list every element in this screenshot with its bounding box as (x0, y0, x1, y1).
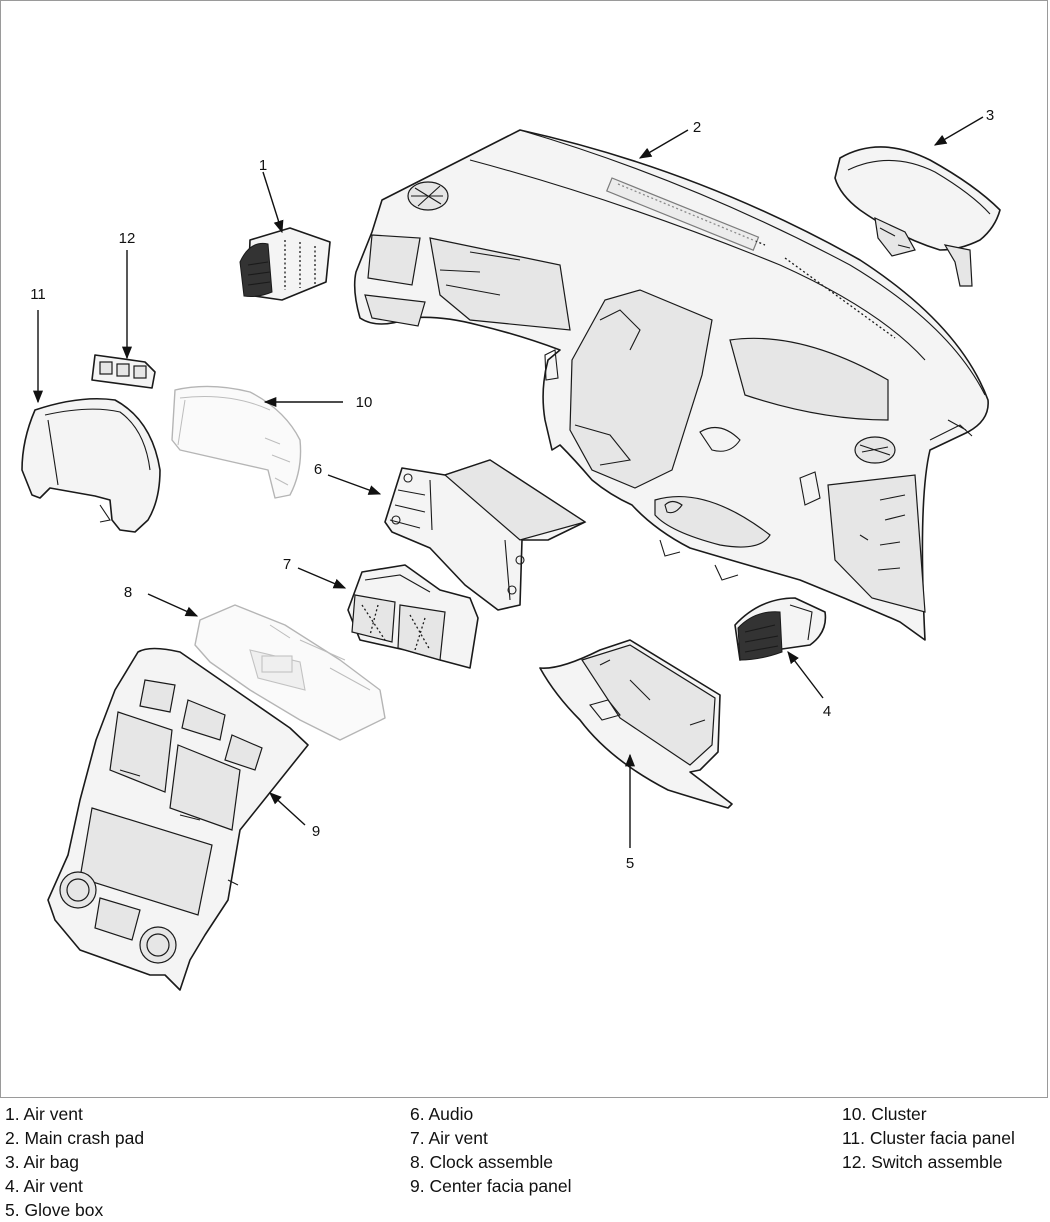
glove-box-part (539, 639, 733, 809)
cluster-part (171, 385, 302, 499)
center-facia-panel-part (47, 647, 309, 991)
callout-10: 10 (356, 394, 373, 411)
air-bag-part (834, 146, 1001, 287)
callout-3: 3 (986, 107, 994, 124)
legend-item-cluster: 10. Cluster (842, 1104, 927, 1124)
exploded-parts-diagram: 1 2 3 4 5 6 7 8 9 10 11 12 (21, 107, 1001, 991)
callouts: 1 2 3 4 5 6 7 8 9 10 11 12 (30, 107, 994, 872)
callout-7: 7 (283, 556, 291, 573)
switch-assemble-part (91, 354, 156, 389)
leader-line-8 (147, 593, 199, 617)
legend-column-2: 6. Audio 7. Air vent 8. Clock assemble 9… (410, 1102, 572, 1198)
legend-item-main-crash-pad: 2. Main crash pad (5, 1128, 145, 1148)
callout-5: 5 (626, 855, 634, 872)
cluster-facia-panel-part (21, 397, 161, 533)
callout-9: 9 (312, 823, 320, 840)
leader-line-1 (262, 171, 284, 234)
legend-item-center-facia-panel: 9. Center facia panel (410, 1176, 572, 1196)
legend-item-switch-assemble: 12. Switch assemble (842, 1152, 1003, 1172)
leader-line-7 (297, 567, 347, 589)
air-vent-4-part (734, 597, 827, 661)
callout-12: 12 (119, 230, 136, 247)
legend-item-glove-box: 5. Glove box (5, 1200, 104, 1220)
callout-11: 11 (30, 286, 46, 303)
legend-item-audio: 6. Audio (410, 1104, 474, 1124)
callout-6: 6 (314, 461, 322, 478)
callout-1: 1 (259, 157, 267, 174)
legend-item-air-vent-7: 7. Air vent (410, 1128, 488, 1148)
legend-item-air-vent-4: 4. Air vent (5, 1176, 83, 1196)
audio-part (384, 459, 587, 611)
leader-line-2 (638, 129, 689, 159)
callout-8: 8 (124, 584, 132, 601)
legend-item-clock-assemble: 8. Clock assemble (410, 1152, 553, 1172)
leader-line-9 (269, 792, 306, 826)
legend-column-3: 10. Cluster 11. Cluster facia panel 12. … (842, 1102, 1015, 1174)
main-crash-pad-part (353, 129, 989, 641)
leader-line-4 (787, 650, 824, 699)
air-vent-1-part (239, 227, 331, 301)
legend-item-air-vent-1: 1. Air vent (5, 1104, 83, 1124)
legend-item-air-bag: 3. Air bag (5, 1152, 79, 1172)
parts-legend: 1. Air vent 2. Main crash pad 3. Air bag… (0, 1100, 1050, 1222)
legend-item-cluster-facia-panel: 11. Cluster facia panel (842, 1128, 1015, 1148)
legend-column-1: 1. Air vent 2. Main crash pad 3. Air bag… (5, 1102, 144, 1222)
callout-4: 4 (823, 703, 831, 720)
leader-line-3 (933, 116, 984, 146)
leader-line-6 (327, 474, 382, 495)
callout-2: 2 (693, 119, 701, 136)
clock-assemble-part (194, 604, 386, 741)
air-vent-7-part (347, 564, 479, 669)
